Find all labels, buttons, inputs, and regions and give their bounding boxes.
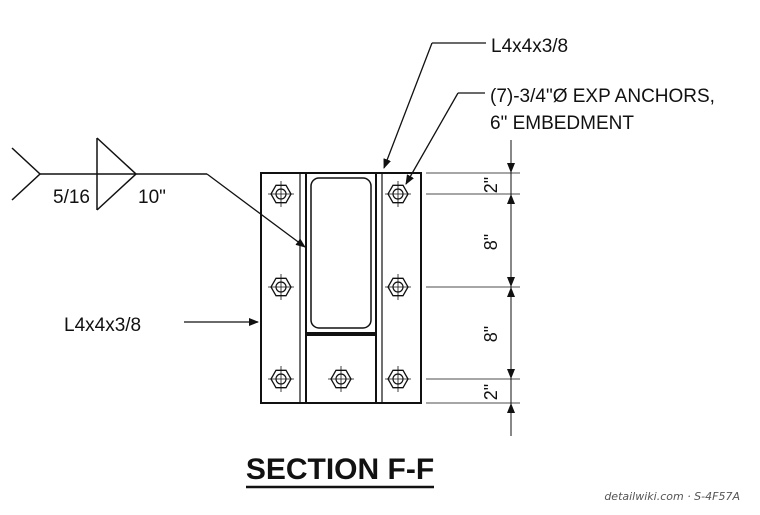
anchor-bolt (268, 181, 294, 207)
anchor-bolt (268, 366, 294, 392)
section-title: SECTION F-F (246, 453, 434, 486)
dimension-label: 2" (481, 384, 501, 400)
angle-left-label: L4x4x3/8 (64, 315, 141, 336)
base-plate (305, 334, 377, 404)
dimension-label: 8" (481, 234, 501, 250)
anchors-label-line1: (7)-3/4"Ø EXP ANCHORS, (490, 86, 715, 107)
dimension-label: 2" (481, 177, 501, 193)
right-angle-plate (375, 172, 422, 404)
dimension-chain (426, 140, 520, 436)
dimension-label: 8" (481, 326, 501, 342)
anchors-label-line2: 6" EMBEDMENT (490, 113, 634, 134)
watermark: detailwiki.com · S-4F57A (604, 490, 740, 503)
anchors-leader (405, 92, 485, 185)
anchor-bolt (328, 366, 354, 392)
anchor-bolt (385, 181, 411, 207)
weld-size-label: 5/16 (53, 187, 90, 208)
tube-post (305, 172, 377, 334)
weld-symbol: 5/16 10" (11, 137, 306, 248)
anchor-bolt (385, 274, 411, 300)
angle-top-leader (383, 42, 486, 169)
anchor-bolt (268, 274, 294, 300)
anchor-bolt (385, 366, 411, 392)
weld-length-label: 10" (138, 187, 166, 208)
left-angle-plate (260, 172, 307, 404)
angle-top-label: L4x4x3/8 (491, 36, 568, 57)
